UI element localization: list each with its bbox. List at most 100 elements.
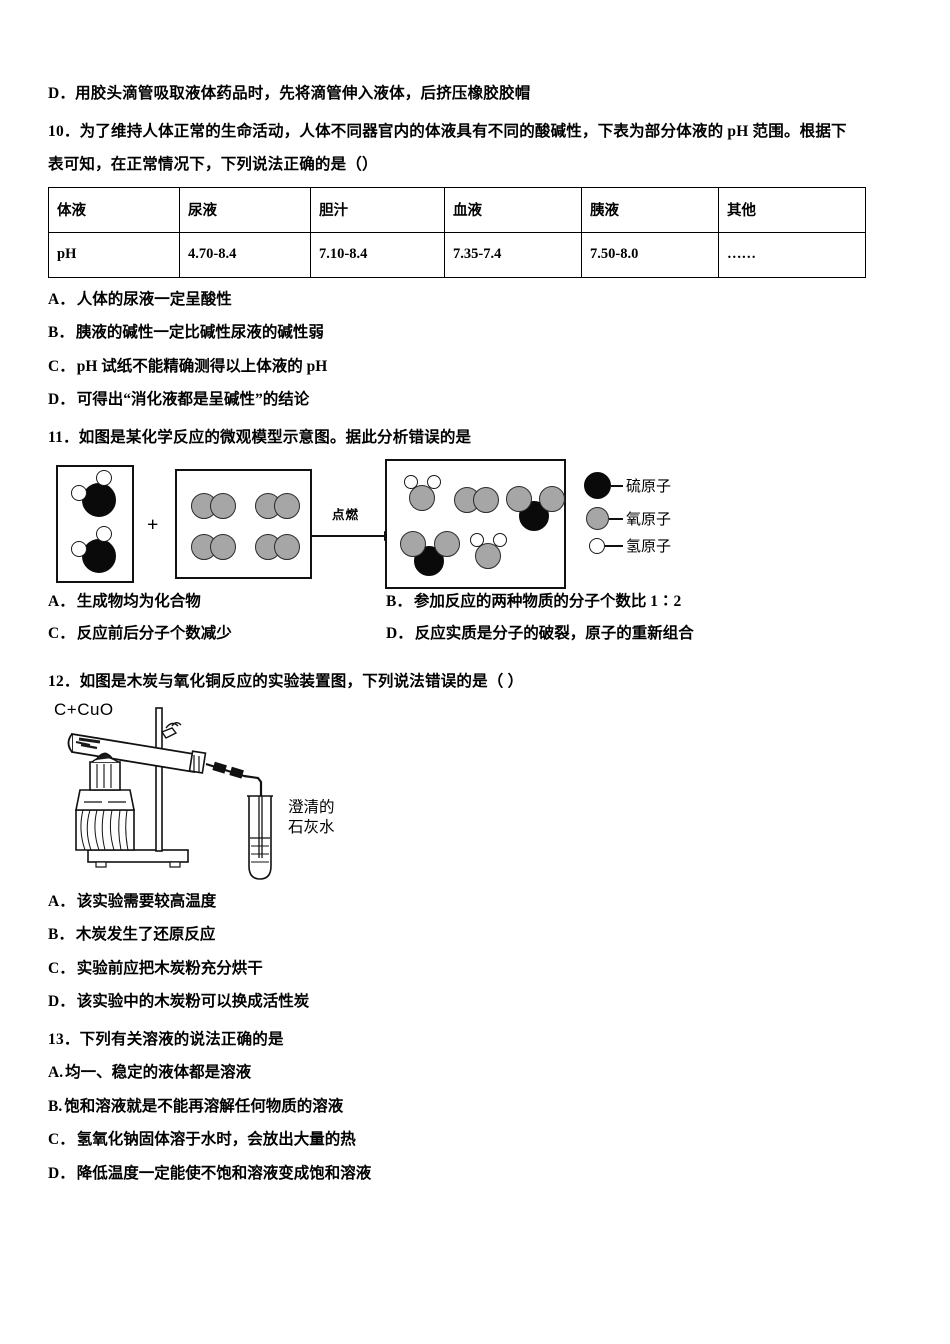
q10-option-d-label: D． <box>48 391 75 408</box>
legend-oxygen-icon <box>586 507 609 530</box>
q11-option-b-text: 参加反应的两种物质的分子个数比 1∶2 <box>413 593 682 610</box>
spacer <box>48 909 908 927</box>
q13-option-d-label: D． <box>48 1164 75 1182</box>
spacer <box>48 1114 908 1132</box>
q10-option-c-text: pH 试纸不能精确测得以上体液的 pH <box>76 357 328 375</box>
sulfur-atom <box>82 483 116 517</box>
table-cell-other-ph: …… <box>718 231 866 278</box>
q11-options-row-1: A．生成物均为化合物 B．参加反应的两种物质的分子个数比 1∶2 <box>48 594 908 620</box>
oxygen-atom <box>274 493 300 519</box>
q12-option-c: C．实验前应把木炭粉充分烘干 <box>48 959 908 977</box>
oxygen-atom <box>409 485 435 511</box>
q13-option-c-label: C． <box>48 1131 75 1148</box>
oxygen-atom <box>210 534 236 560</box>
q10-option-b-label: B． <box>48 324 74 341</box>
spacer <box>48 943 908 961</box>
q13-option-c: C．氢氧化钠固体溶于水时，会放出大量的热 <box>48 1132 908 1148</box>
hydrogen-atom <box>96 526 112 542</box>
oxygen-atom <box>274 534 300 560</box>
q11-options-row-2: C．反应前后分子个数减少 D．反应实质是分子的破裂，原子的重新组合 <box>48 626 908 652</box>
legend-dash <box>609 518 623 520</box>
legend-label-hydrogen: 氢原子 <box>626 538 672 555</box>
q13-option-b: B.饱和溶液就是不能再溶解任何物质的溶液 <box>48 1097 908 1115</box>
oxygen-atom <box>400 531 426 557</box>
rubber-stopper <box>188 749 207 774</box>
spacer <box>48 102 908 124</box>
q11-option-d: D．反应实质是分子的破裂，原子的重新组合 <box>386 626 694 642</box>
q12-option-a-label: A． <box>48 892 75 910</box>
ph-range-table: 体液 尿液 胆汁 血液 胰液 其他 pH 4.70-8.4 7.10-8.4 7… <box>48 186 866 278</box>
q11-option-a-text: 生成物均为化合物 <box>76 593 201 610</box>
hydrogen-atom <box>71 485 87 501</box>
q12-apparatus-figure: C+CuO <box>48 698 908 894</box>
q12-option-b-text: 木炭发生了还原反应 <box>75 926 216 943</box>
page-content: D．用胶头滴管吸取液体药品时，先将滴管伸入液体，后挤压橡胶胶帽 10．为了维持人… <box>48 86 908 1181</box>
q12-option-d-label: D． <box>48 993 75 1010</box>
q13-stem: 13．下列有关溶液的说法正确的是 <box>48 1030 908 1048</box>
q13-option-d: D．降低温度一定能使不饱和溶液变成饱和溶液 <box>48 1164 908 1182</box>
q11-option-b: B．参加反应的两种物质的分子个数比 1∶2 <box>386 594 681 610</box>
oxygen-atom <box>539 486 565 512</box>
q10-option-a-label: A． <box>48 290 75 308</box>
spacer <box>48 307 908 325</box>
q13-number: 13． <box>48 1030 80 1048</box>
spacer <box>48 1148 908 1166</box>
oxygen-atom <box>434 531 460 557</box>
legend-sulfur-icon <box>584 472 611 499</box>
q10-option-d: D．可得出“消化液都是呈碱性”的结论 <box>48 392 908 408</box>
q12-option-d-text: 该实验中的木炭粉可以换成活性炭 <box>76 993 310 1010</box>
legend-dash <box>611 485 623 487</box>
q9-option-d: D．用胶头滴管吸取液体药品时，先将滴管伸入液体，后挤压橡胶胶帽 <box>48 86 908 102</box>
oxygen-atom <box>210 493 236 519</box>
table-cell-bile-ph: 7.10-8.4 <box>310 231 445 278</box>
table-cell-ph-label: pH <box>48 231 180 278</box>
q12-option-d: D．该实验中的木炭粉可以换成活性炭 <box>48 994 908 1010</box>
table-cell-urine-ph: 4.70-8.4 <box>179 231 311 278</box>
q12-option-b-label: B． <box>48 926 74 943</box>
oxygen-atom <box>475 543 501 569</box>
table-row-header: 体液 尿液 胆汁 血液 胰液 其他 <box>48 186 866 233</box>
plus-sign: + <box>147 514 159 536</box>
q10-option-c-label: C． <box>48 357 75 375</box>
q12-option-a-text: 该实验需要较高温度 <box>76 892 217 910</box>
q10-number: 10． <box>48 122 80 140</box>
q10-option-d-text: 可得出“消化液都是呈碱性”的结论 <box>76 391 310 408</box>
legend-label-sulfur: 硫原子 <box>626 478 672 495</box>
q10-stem-line2: 表可知，在正常情况下，下列说法正确的是（） <box>48 157 908 173</box>
q11-option-d-label: D． <box>386 625 413 642</box>
arrow-line <box>312 535 386 537</box>
table-header-bile: 胆汁 <box>310 186 445 233</box>
q9-option-d-label: D． <box>48 85 76 102</box>
reactant-box-o2 <box>175 469 312 579</box>
spacer <box>48 1010 908 1032</box>
table-row: pH 4.70-8.4 7.10-8.4 7.35-7.4 7.50-8.0 …… <box>48 231 866 278</box>
q13-option-b-text: 饱和溶液就是不能再溶解任何物质的溶液 <box>64 1097 344 1115</box>
table-header-blood: 血液 <box>444 186 582 233</box>
hydrogen-atom <box>404 475 418 489</box>
hydrogen-atom <box>427 475 441 489</box>
alcohol-lamp <box>75 752 135 851</box>
hydrogen-atom <box>470 533 484 547</box>
spacer <box>48 139 908 157</box>
q11-option-c-label: C． <box>48 625 75 642</box>
q12-option-b: B．木炭发生了还原反应 <box>48 927 908 943</box>
q12-stem: 12．如图是木炭与氧化铜反应的实验装置图，下列说法错误的是（ ） <box>48 674 908 690</box>
q12-option-c-text: 实验前应把木炭粉充分烘干 <box>76 959 263 977</box>
oxygen-atom <box>506 486 532 512</box>
spacer <box>48 408 908 430</box>
spacer <box>48 652 908 674</box>
q11-option-c-text: 反应前后分子个数减少 <box>76 625 232 642</box>
reagent-label: C+CuO <box>54 699 114 719</box>
spacer <box>48 374 908 392</box>
q10-option-c: C．pH 试纸不能精确测得以上体液的 pH <box>48 357 908 375</box>
stand-base <box>87 848 189 863</box>
q12-stem-text: 如图是木炭与氧化铜反应的实验装置图，下列说法错误的是（ ） <box>79 673 524 690</box>
q11-stem: 11．如图是某化学反应的微观模型示意图。据此分析错误的是 <box>48 429 908 446</box>
legend-hydrogen-icon <box>589 538 605 554</box>
hydrogen-atom <box>96 470 112 486</box>
q13-option-c-text: 氢氧化钠固体溶于水时，会放出大量的热 <box>76 1131 356 1148</box>
q13-option-d-text: 降低温度一定能使不饱和溶液变成饱和溶液 <box>76 1164 372 1182</box>
table-header-other: 其他 <box>718 186 866 233</box>
q12-option-c-label: C． <box>48 959 75 977</box>
q12-number: 12． <box>48 673 80 690</box>
